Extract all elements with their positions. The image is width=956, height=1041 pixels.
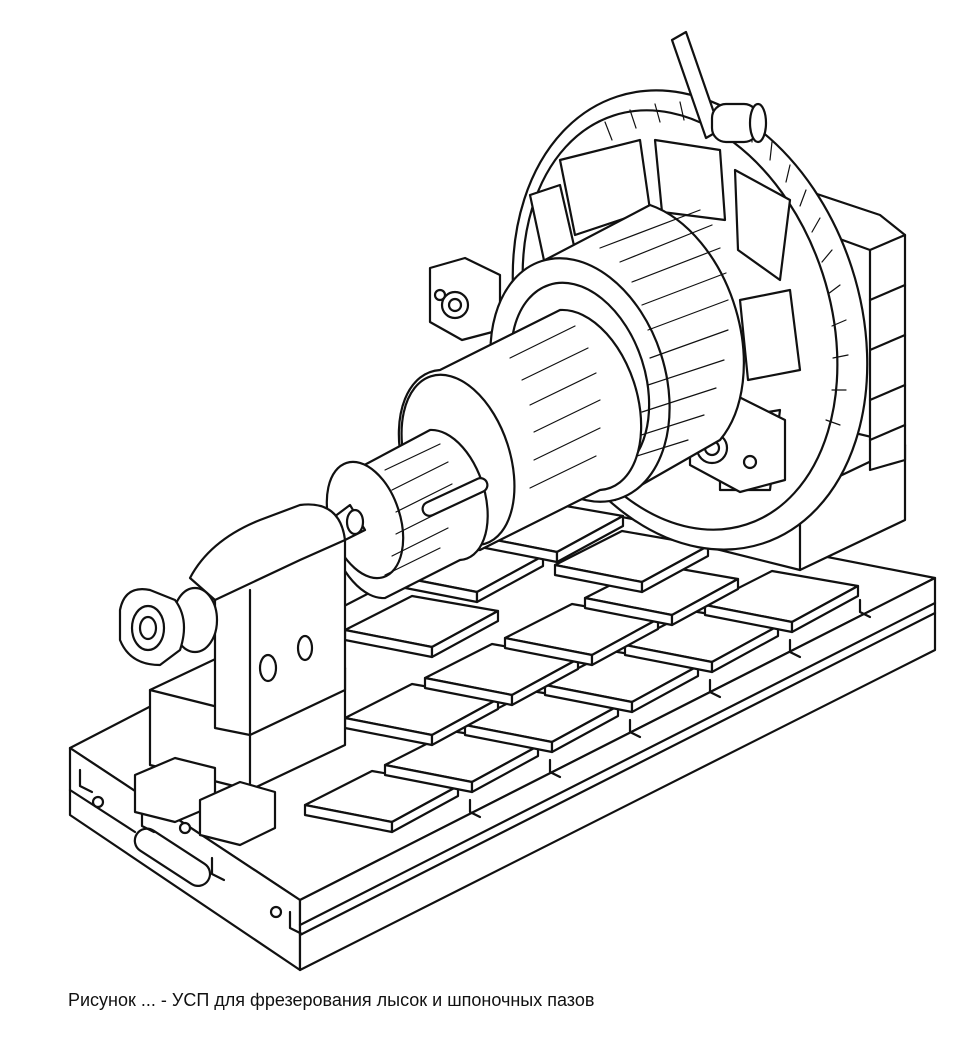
grid-square xyxy=(543,649,700,714)
grid-square xyxy=(383,729,540,794)
grid-square xyxy=(423,642,580,707)
plate-grid-squares xyxy=(303,499,872,834)
grid-square xyxy=(503,602,660,667)
mandrel xyxy=(325,203,745,600)
left-clamp xyxy=(428,256,502,342)
grid-square xyxy=(583,562,740,627)
tailstock xyxy=(118,503,347,847)
grid-square xyxy=(703,569,860,634)
fixture-illustration xyxy=(68,30,937,972)
figure-caption: Рисунок ... - УСП для фрезерования лысок… xyxy=(68,990,595,1010)
grid-square xyxy=(303,769,460,834)
grid-square xyxy=(468,499,625,564)
grid-square xyxy=(553,529,710,594)
